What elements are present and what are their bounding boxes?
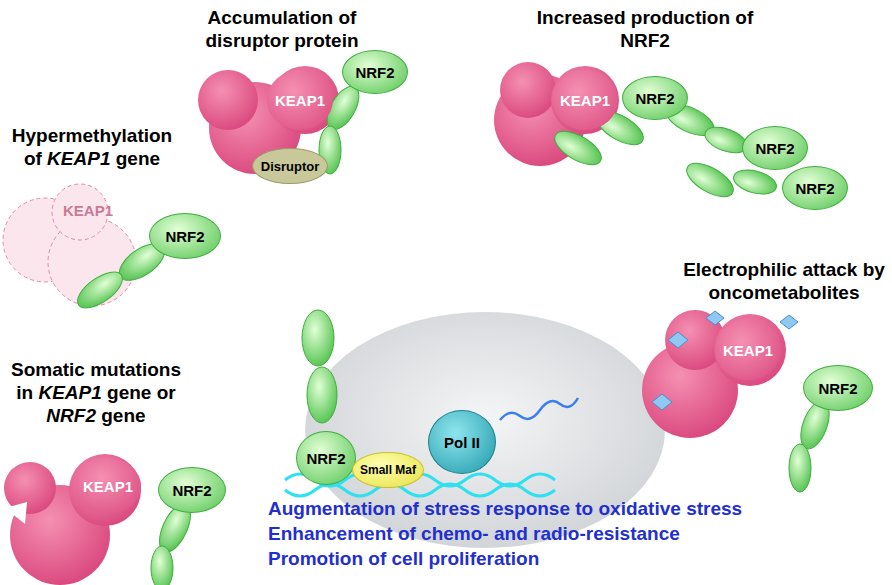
protein-label: NRF2 bbox=[355, 64, 394, 81]
mechanism-heading: Hypermethylation of KEAP1 gene bbox=[2, 124, 182, 170]
protein-label: KEAP1 bbox=[83, 478, 133, 495]
protein-shape: KEAP1 bbox=[75, 458, 141, 514]
protein-shape: Disruptor bbox=[252, 148, 328, 184]
protein-label: NRF2 bbox=[795, 180, 834, 197]
protein-label: KEAP1 bbox=[723, 342, 773, 359]
mechanism-heading: Increased production of NRF2 bbox=[530, 6, 760, 52]
protein-label: KEAP1 bbox=[560, 92, 610, 109]
protein-shape: NRF2 bbox=[782, 166, 848, 210]
outcome-text: Promotion of cell proliferation bbox=[268, 547, 788, 570]
protein-shape: Small Maf bbox=[352, 452, 424, 488]
protein-shape: KEAP1 bbox=[55, 190, 121, 230]
protein-label: Small Maf bbox=[360, 463, 416, 477]
protein-label: Disruptor bbox=[261, 159, 320, 174]
protein-label: NRF2 bbox=[635, 90, 674, 107]
protein-label: NRF2 bbox=[165, 228, 204, 245]
protein-label: NRF2 bbox=[755, 140, 794, 157]
mechanism-heading: Electrophilic attack by oncometabolites bbox=[679, 258, 889, 304]
protein-label: NRF2 bbox=[818, 380, 857, 397]
protein-label: KEAP1 bbox=[63, 202, 113, 219]
protein-shape: KEAP1 bbox=[267, 70, 333, 130]
protein-shape: KEAP1 bbox=[552, 70, 618, 130]
outcome-text: Enhancement of chemo- and radio-resistan… bbox=[268, 522, 788, 545]
protein-label: KEAP1 bbox=[275, 92, 325, 109]
protein-shape: NRF2 bbox=[296, 431, 356, 485]
protein-label: NRF2 bbox=[172, 482, 211, 499]
protein-shape: NRF2 bbox=[158, 467, 226, 513]
protein-shape: NRF2 bbox=[622, 76, 688, 120]
mechanism-heading: Accumulation of disruptor protein bbox=[182, 6, 382, 52]
protein-shape: NRF2 bbox=[149, 213, 221, 259]
mechanism-heading: Somatic mutations in KEAP1 gene or NRF2 … bbox=[3, 358, 189, 428]
protein-shape: NRF2 bbox=[342, 50, 408, 94]
protein-shape: KEAP1 bbox=[715, 320, 781, 380]
protein-shape: NRF2 bbox=[742, 126, 808, 170]
protein-label: Pol II bbox=[444, 434, 480, 451]
protein-shape: NRF2 bbox=[803, 365, 873, 411]
protein-label: NRF2 bbox=[306, 450, 345, 467]
protein-shape: Pol II bbox=[428, 410, 496, 474]
outcome-text: Augmentation of stress response to oxida… bbox=[268, 497, 788, 520]
